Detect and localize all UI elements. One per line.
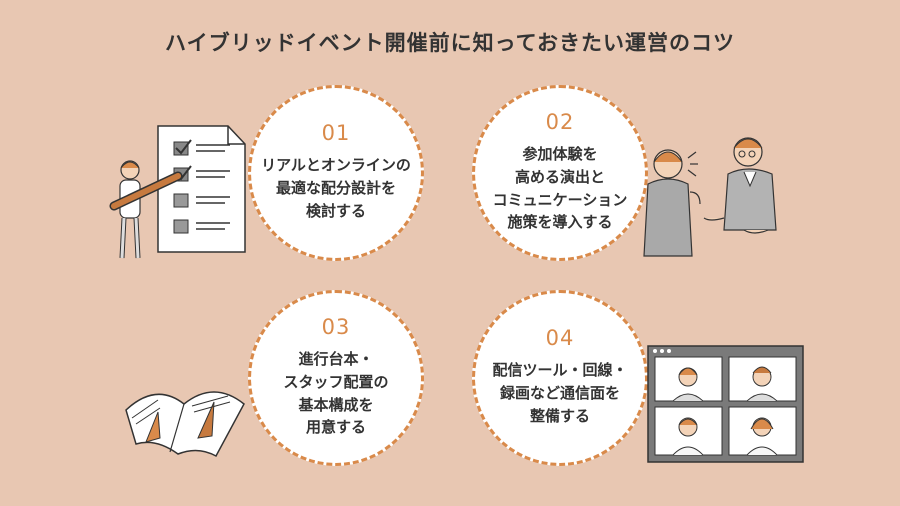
tip-number: 02 bbox=[539, 109, 581, 138]
tip-text: 進行台本・ スタッフ配置の 基本構成を 用意する bbox=[283, 349, 389, 437]
page-title: ハイブリッドイベント開催前に知っておきたい運営のコツ bbox=[165, 31, 735, 55]
tip-text: 配信ツール・回線・ 録画など通信面を 整備する bbox=[492, 361, 628, 425]
participant-tile bbox=[654, 406, 723, 456]
tip-number: 03 bbox=[315, 314, 357, 343]
tip-text: リアルとオンラインの 最適な配分設計を 検討する bbox=[261, 156, 411, 220]
participant-tile bbox=[728, 356, 797, 402]
tip-text: 参加体験を 高める演出と コミュニケーション 施策を導入する bbox=[492, 144, 628, 232]
participant-tile bbox=[728, 406, 797, 456]
tip-number: 04 bbox=[539, 326, 581, 355]
video-conference-illustration bbox=[647, 345, 804, 463]
conversation-illustration bbox=[643, 137, 777, 257]
tip-card-02: 02 参加体験を 高める演出と コミュニケーション 施策を導入する bbox=[472, 85, 648, 261]
tip-card-01: 01 リアルとオンラインの 最適な配分設計を 検討する bbox=[248, 85, 424, 261]
tip-number: 01 bbox=[315, 121, 357, 150]
checklist-person-illustration bbox=[109, 125, 246, 259]
participant-tile bbox=[654, 356, 723, 402]
tip-card-04: 04 配信ツール・回線・ 録画など通信面を 整備する bbox=[472, 290, 648, 466]
open-book-illustration bbox=[125, 391, 245, 458]
tip-card-03: 03 進行台本・ スタッフ配置の 基本構成を 用意する bbox=[248, 290, 424, 466]
